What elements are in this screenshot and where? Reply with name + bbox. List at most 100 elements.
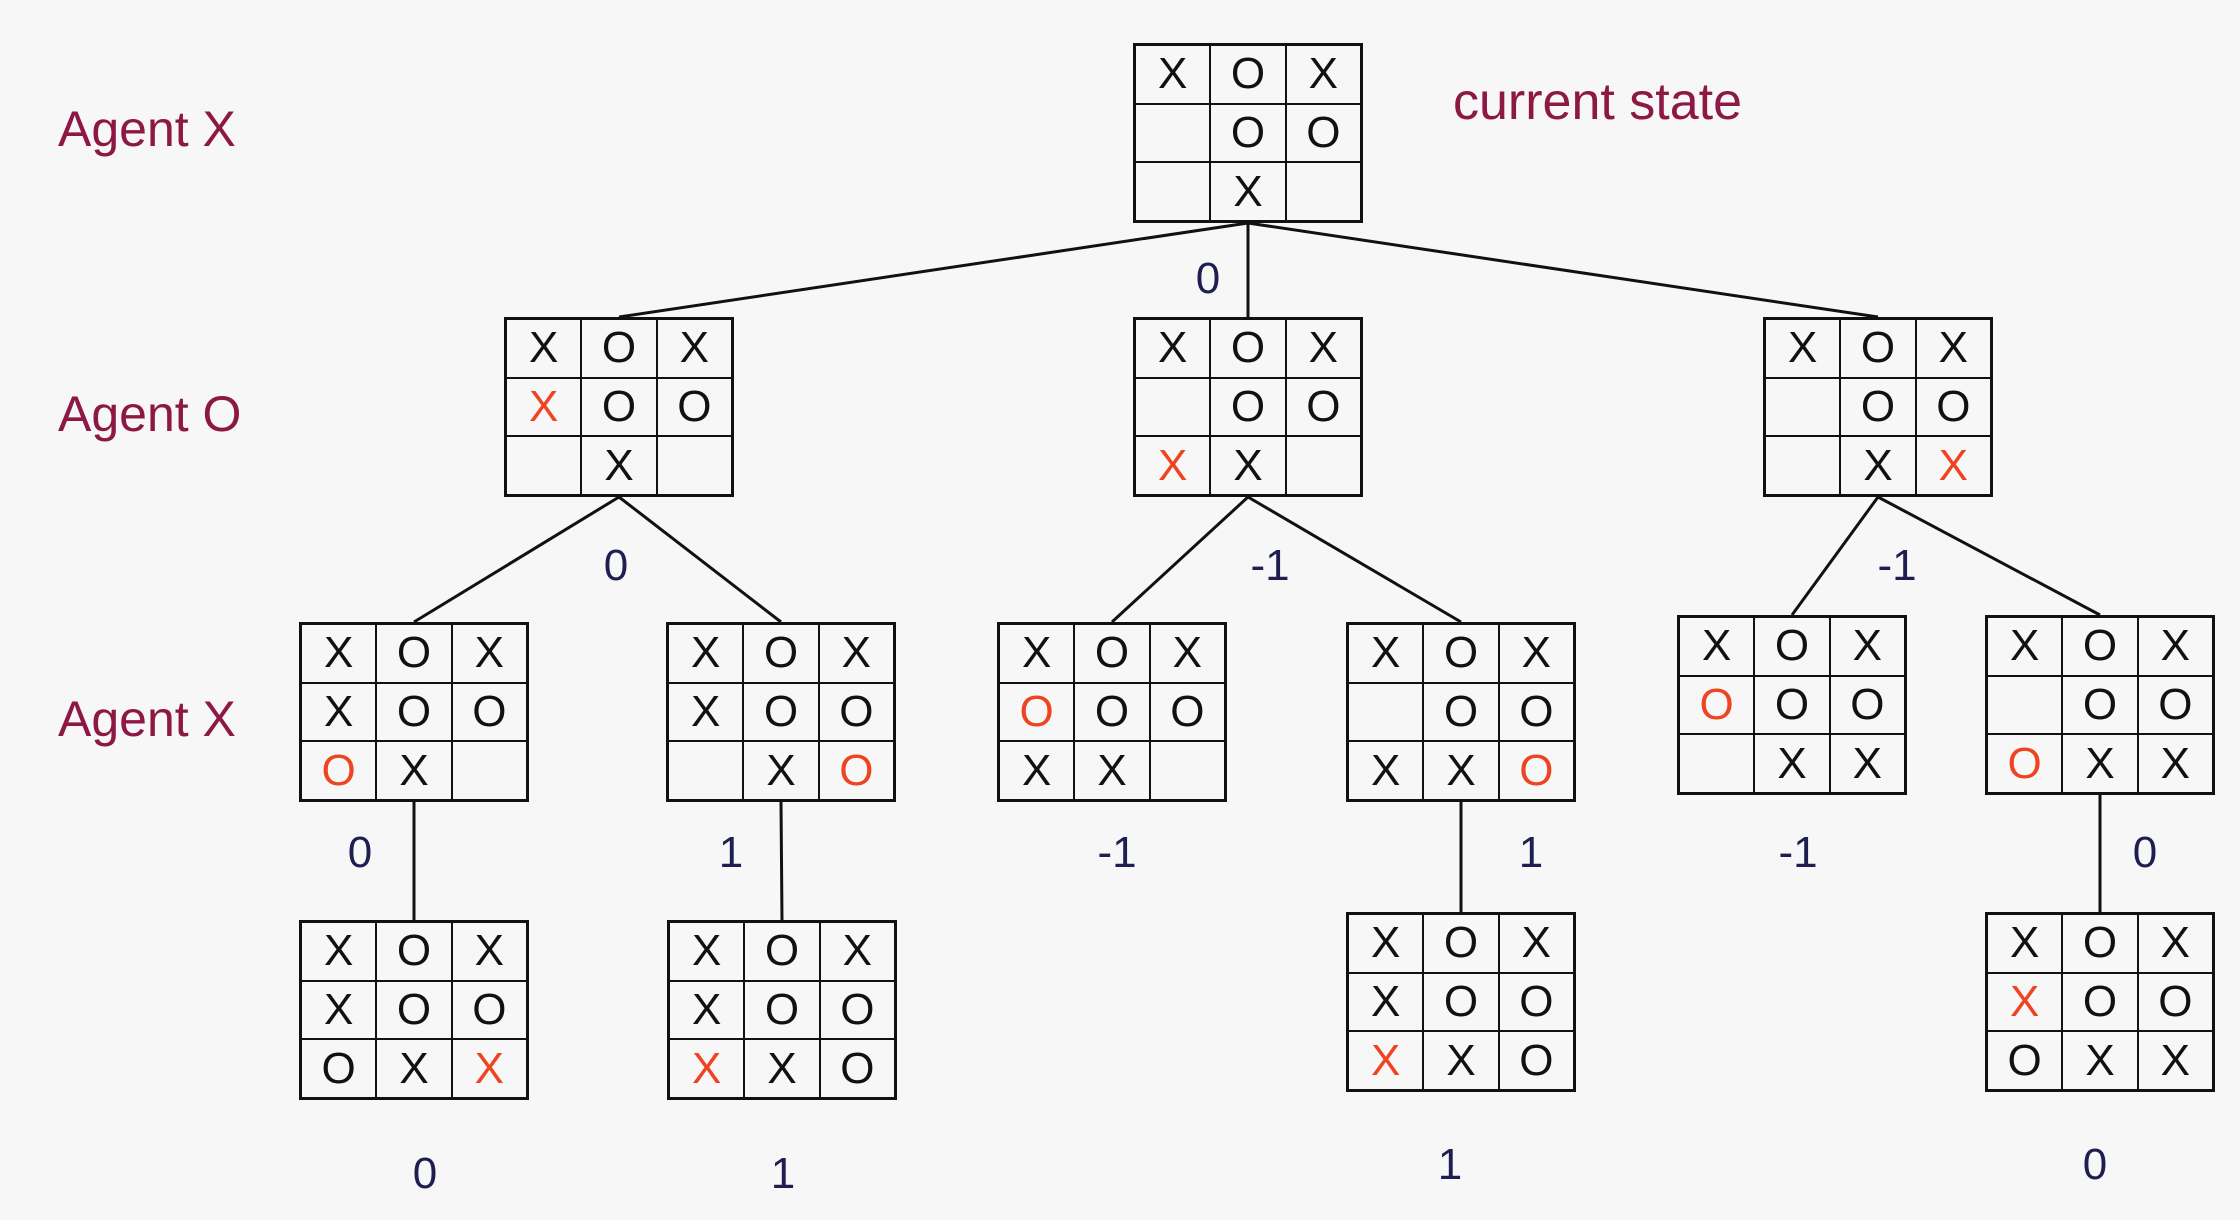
tree-edge — [618, 495, 782, 624]
board-cell: X — [2062, 734, 2138, 793]
minimax-value-c1: -1 — [1778, 828, 1818, 877]
board-cell: O — [1149, 682, 1225, 742]
board-cell: O — [743, 682, 819, 742]
board-cell: O — [581, 319, 657, 378]
minimax-value-c2t: 0 — [2082, 1140, 2108, 1189]
board-cell: O — [2062, 675, 2138, 735]
board-cell: O — [744, 980, 820, 1040]
tree-edge — [779, 801, 784, 921]
agent-label-level-1: Agent X — [58, 101, 236, 157]
board-cell: X — [1423, 1031, 1499, 1090]
minimax-value-a2t: 1 — [770, 1149, 796, 1198]
board-cell: X — [451, 1039, 527, 1098]
board-cell: X — [581, 436, 657, 495]
board-cell: O — [1423, 914, 1499, 973]
board-cell: O — [451, 980, 527, 1040]
board-cell: O — [1210, 45, 1286, 104]
board-cell: O — [1423, 972, 1499, 1032]
agent-label-level-2: Agent O — [58, 386, 242, 442]
board-cell: X — [1987, 972, 2063, 1032]
board-cell: O — [1498, 972, 1574, 1032]
board-cell — [668, 741, 744, 800]
board-cell: O — [581, 377, 657, 437]
board-cell: X — [301, 682, 377, 742]
board-cell: X — [2137, 1031, 2213, 1090]
board-cell: O — [1210, 319, 1286, 378]
board-cell — [1679, 734, 1755, 793]
board-cell: X — [1915, 436, 1991, 495]
board-cell — [1149, 741, 1225, 800]
board-cell: O — [301, 741, 377, 800]
board-cell: X — [819, 922, 895, 981]
board-cell: X — [1987, 617, 2063, 676]
board-cell: O — [376, 980, 452, 1040]
board-cell — [656, 436, 732, 495]
board-cell: O — [2137, 972, 2213, 1032]
board-cell: O — [1915, 377, 1991, 437]
board-cell: X — [669, 922, 745, 981]
board-cell: O — [451, 682, 527, 742]
board-cell: O — [1423, 682, 1499, 742]
board-cell: O — [1498, 741, 1574, 800]
board-cell: O — [2137, 675, 2213, 735]
board-cell: X — [1987, 914, 2063, 973]
board-cell: O — [376, 682, 452, 742]
board-cell: X — [1498, 914, 1574, 973]
board-cell: X — [451, 624, 527, 683]
board-cell: O — [1074, 624, 1150, 683]
board-cell: O — [2062, 914, 2138, 973]
board-cell: O — [376, 922, 452, 981]
board-cell — [1765, 436, 1841, 495]
board-cell: O — [1074, 682, 1150, 742]
board-cell: O — [1679, 675, 1755, 735]
board-cell: X — [1840, 436, 1916, 495]
board-cell: X — [1135, 45, 1211, 104]
board-cell: X — [999, 741, 1075, 800]
board-cell: X — [743, 741, 819, 800]
board-cell: X — [668, 682, 744, 742]
minimax-value-c2: 0 — [2132, 828, 2158, 877]
board-cell: O — [301, 1039, 377, 1098]
board-cell — [1987, 675, 2063, 735]
board-cell: O — [1987, 1031, 2063, 1090]
board-cell: O — [1754, 617, 1830, 676]
board-cell: X — [1348, 972, 1424, 1032]
board-cell: O — [1285, 103, 1361, 163]
board-cell: X — [506, 319, 582, 378]
board-cell: X — [999, 624, 1075, 683]
minimax-value-root: 0 — [1195, 254, 1221, 303]
board-cell: O — [999, 682, 1075, 742]
board-cell: O — [1210, 377, 1286, 437]
board-cell: X — [1135, 319, 1211, 378]
board-cell: X — [1285, 319, 1361, 378]
board-cell: O — [2062, 972, 2138, 1032]
board-cell: X — [1135, 436, 1211, 495]
board-cell: X — [1348, 914, 1424, 973]
board-cell: O — [1840, 319, 1916, 378]
board-cell: O — [1210, 103, 1286, 163]
board-cell: X — [1765, 319, 1841, 378]
board-cell: X — [1829, 734, 1905, 793]
minimax-value-b2t: 1 — [1437, 1140, 1463, 1189]
board-cell — [1135, 377, 1211, 437]
tree-edge — [1247, 495, 1462, 624]
tree-edge — [1877, 495, 2101, 617]
board-cell: O — [819, 980, 895, 1040]
board-cell: X — [669, 980, 745, 1040]
board-cell: X — [301, 980, 377, 1040]
board-cell — [1285, 162, 1361, 221]
board-cell: X — [1498, 624, 1574, 683]
board-cell: X — [2137, 617, 2213, 676]
minimax-value-b2: 1 — [1518, 828, 1544, 877]
board-cell: O — [1285, 377, 1361, 437]
board-cell — [1765, 377, 1841, 437]
